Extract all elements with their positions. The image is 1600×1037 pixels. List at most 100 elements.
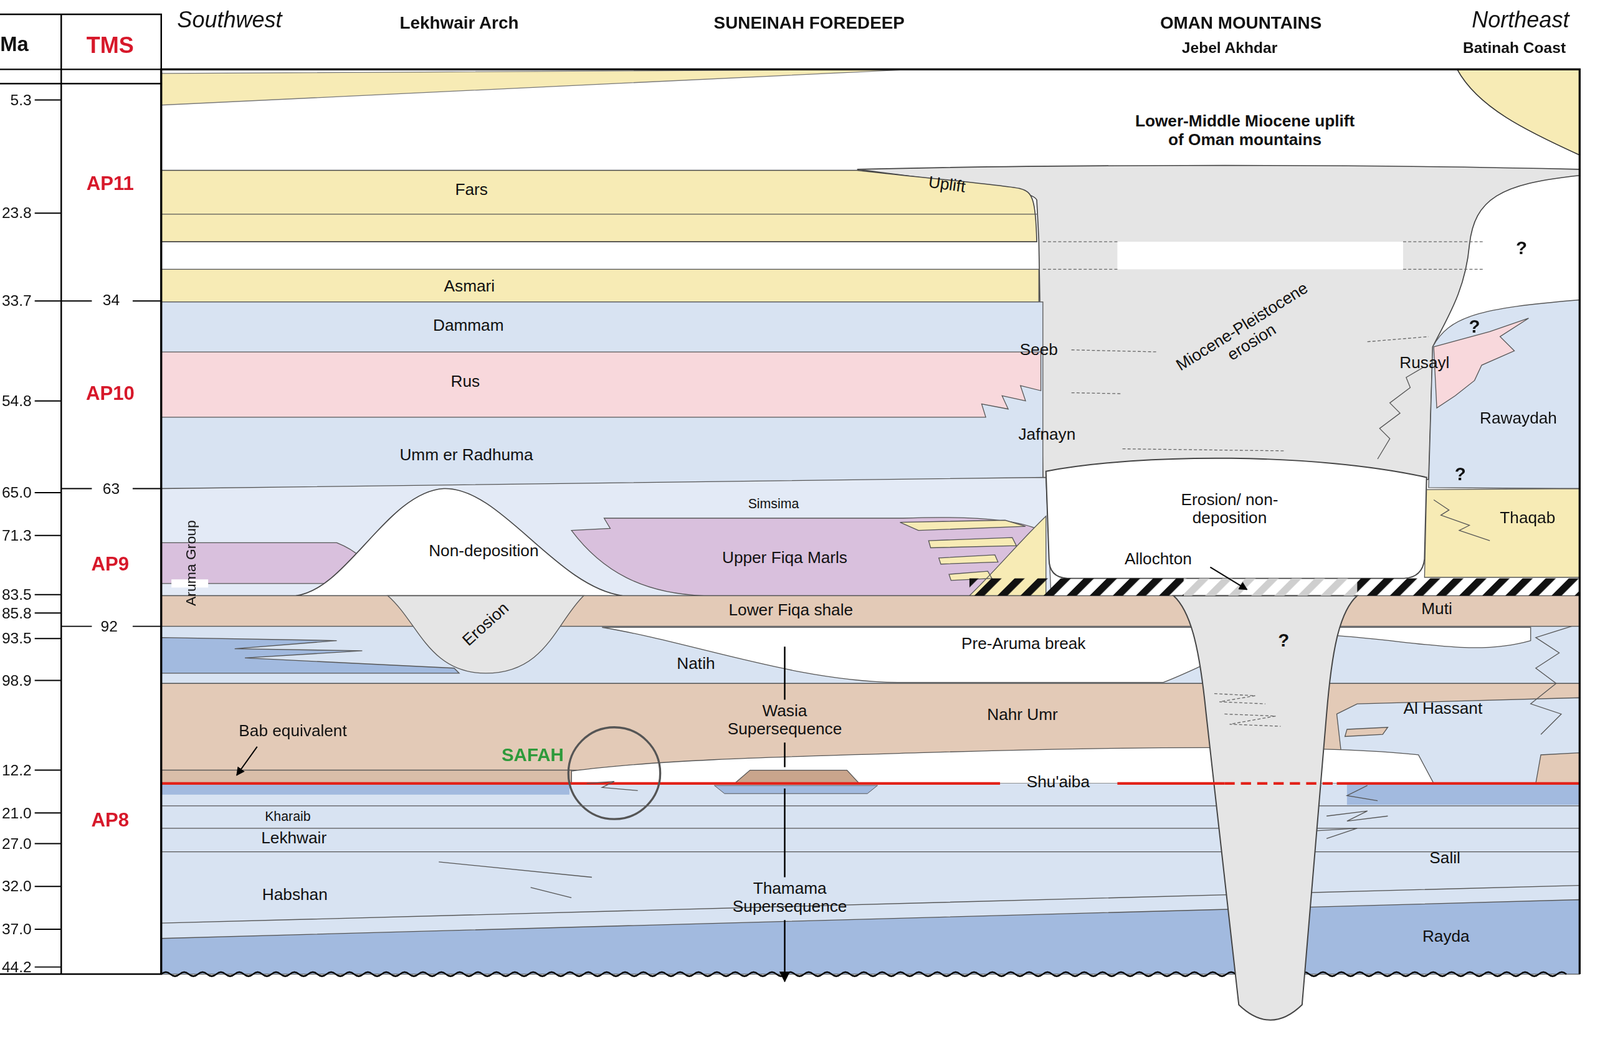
annotation-label: OMAN MOUNTAINS <box>1108 9 1374 37</box>
age-tick-label: 37.0 <box>0 916 32 944</box>
band-dark-blue <box>161 900 1581 976</box>
annotation-label: Pre-Aruma break <box>890 630 1157 658</box>
dashed-correlation <box>1214 694 1281 727</box>
facies-zigzag <box>586 781 639 792</box>
formation-name: Fars <box>454 180 488 200</box>
annotation-label: Lekhwair Arch <box>326 9 592 37</box>
white-stripe <box>1117 241 1404 270</box>
age-tick-label: 98.9 <box>0 667 32 695</box>
formation-band: Non-deposition <box>396 539 571 562</box>
band-blue <box>161 783 1581 975</box>
annotation-label: Seeb <box>905 336 1172 364</box>
band-yellow <box>161 170 1037 243</box>
sequence-boundary <box>1224 782 1337 786</box>
leader-arrow <box>1209 567 1247 591</box>
band-brown <box>734 770 860 784</box>
formation-band: Erosion/ non-deposition <box>1165 485 1294 533</box>
annotation-label: SAFAH <box>400 742 666 769</box>
formation-band: Asmari <box>382 275 556 298</box>
formation-band: Muti <box>1350 598 1524 621</box>
annotation-label: Jafnayn <box>914 421 1180 448</box>
formation-name: Natih <box>676 654 715 674</box>
annotation-label: TMS <box>0 32 243 60</box>
annotation-label: Northeast <box>1387 6 1600 34</box>
allochthon-band <box>1183 578 1358 597</box>
band-yellow <box>1424 489 1580 578</box>
age-tick-label: 93.5 <box>0 625 32 653</box>
formation-name: Al Hassant <box>1403 699 1483 719</box>
formation-band: Al Hassant <box>1356 697 1530 721</box>
band-yellow <box>161 269 1040 302</box>
formation-name: Rayda <box>1422 927 1470 946</box>
non-deposition-mound <box>295 488 623 596</box>
annotation-label: 92 <box>0 613 242 640</box>
annotation-label: 63 <box>0 475 244 503</box>
annotation-label: Allochton <box>1025 545 1291 573</box>
formation-band: Lower Fiqa shale <box>704 598 878 622</box>
facies-zigzag <box>1530 626 1572 736</box>
formation-band: Umm er Radhuma <box>379 443 553 467</box>
chart-border <box>161 69 1581 975</box>
age-tick-label: 44.2 <box>0 953 32 981</box>
formation-band: Thaqab <box>1441 507 1600 530</box>
formation-name: Shu'aiba <box>1026 773 1090 792</box>
formation-name: Erosion/ non-deposition <box>1165 490 1294 528</box>
facies-zigzag <box>1377 367 1424 460</box>
formation-band: Fars <box>384 178 558 202</box>
erosion-bowl <box>387 595 584 673</box>
leader-arrow <box>236 747 258 776</box>
formation-band: Habshan <box>208 883 382 906</box>
supersequence-arrow <box>783 646 786 982</box>
unconformity-wavy <box>161 972 1567 977</box>
formation-band: Simsima <box>702 494 845 515</box>
formation-name: Lekhwair <box>261 829 327 848</box>
formation-name: Rawaydah <box>1479 408 1558 428</box>
formation-name: Rus <box>451 371 481 391</box>
annotation-label: Southwest <box>97 6 363 34</box>
annotation-label: AP9 <box>0 550 243 578</box>
band-blue <box>1428 300 1580 490</box>
age-tick-label: 83.5 <box>0 581 32 609</box>
formation-band: Rawaydah <box>1431 406 1600 430</box>
age-tick-label: 85.8 <box>0 600 32 627</box>
formation-name: Umm er Radhuma <box>399 445 533 465</box>
band-light-blue <box>161 477 1052 596</box>
formation-band: Natih <box>609 652 783 676</box>
erosion-box <box>1046 458 1427 579</box>
formation-name: Muti <box>1421 600 1453 619</box>
band-blue <box>161 626 1581 685</box>
age-tick-label: 33.7 <box>0 287 32 315</box>
age-tick-label: 54.8 <box>0 387 32 415</box>
formation-name: Dammam <box>433 315 505 335</box>
formation-name: Nahr Umr <box>986 705 1058 725</box>
formation-name: Rusayl <box>1399 353 1450 373</box>
age-tick-label: 71.3 <box>0 522 32 550</box>
age-tick-label: 27.0 <box>0 830 32 858</box>
band-dark-blue <box>714 785 878 794</box>
chart-background <box>161 69 1581 975</box>
erosion-root <box>1173 595 1358 1020</box>
band-brown <box>161 595 1581 627</box>
annotation-label: ? <box>1327 461 1594 488</box>
formation-name: Habshan <box>262 885 328 905</box>
band-dark-blue <box>1347 784 1580 805</box>
band-brown <box>161 770 572 784</box>
band-pink <box>161 352 1042 418</box>
formation-band: Nahr Umr <box>935 704 1110 727</box>
band-blue <box>161 302 1043 490</box>
formation-name: Upper Fiqa Marls <box>722 548 848 568</box>
formation-name: Simsima <box>748 496 800 512</box>
formation-band: Rusayl <box>1337 352 1511 375</box>
formation-name: Non-deposition <box>428 541 539 561</box>
annotation-label: ? <box>1342 313 1600 341</box>
band-dark-blue <box>161 638 460 674</box>
formation-band: Upper Fiqa Marls <box>697 547 872 570</box>
annotation-label: AP11 <box>0 170 243 198</box>
sequence-boundary <box>161 782 1581 786</box>
band-upper-yellow <box>161 69 914 105</box>
annotation-label: Jebel Akhdar <box>1097 34 1363 62</box>
formation-name: Kharaib <box>264 809 311 825</box>
age-tick-label: 5.3 <box>0 86 32 114</box>
annotation-label: Aruma Group <box>177 430 205 696</box>
